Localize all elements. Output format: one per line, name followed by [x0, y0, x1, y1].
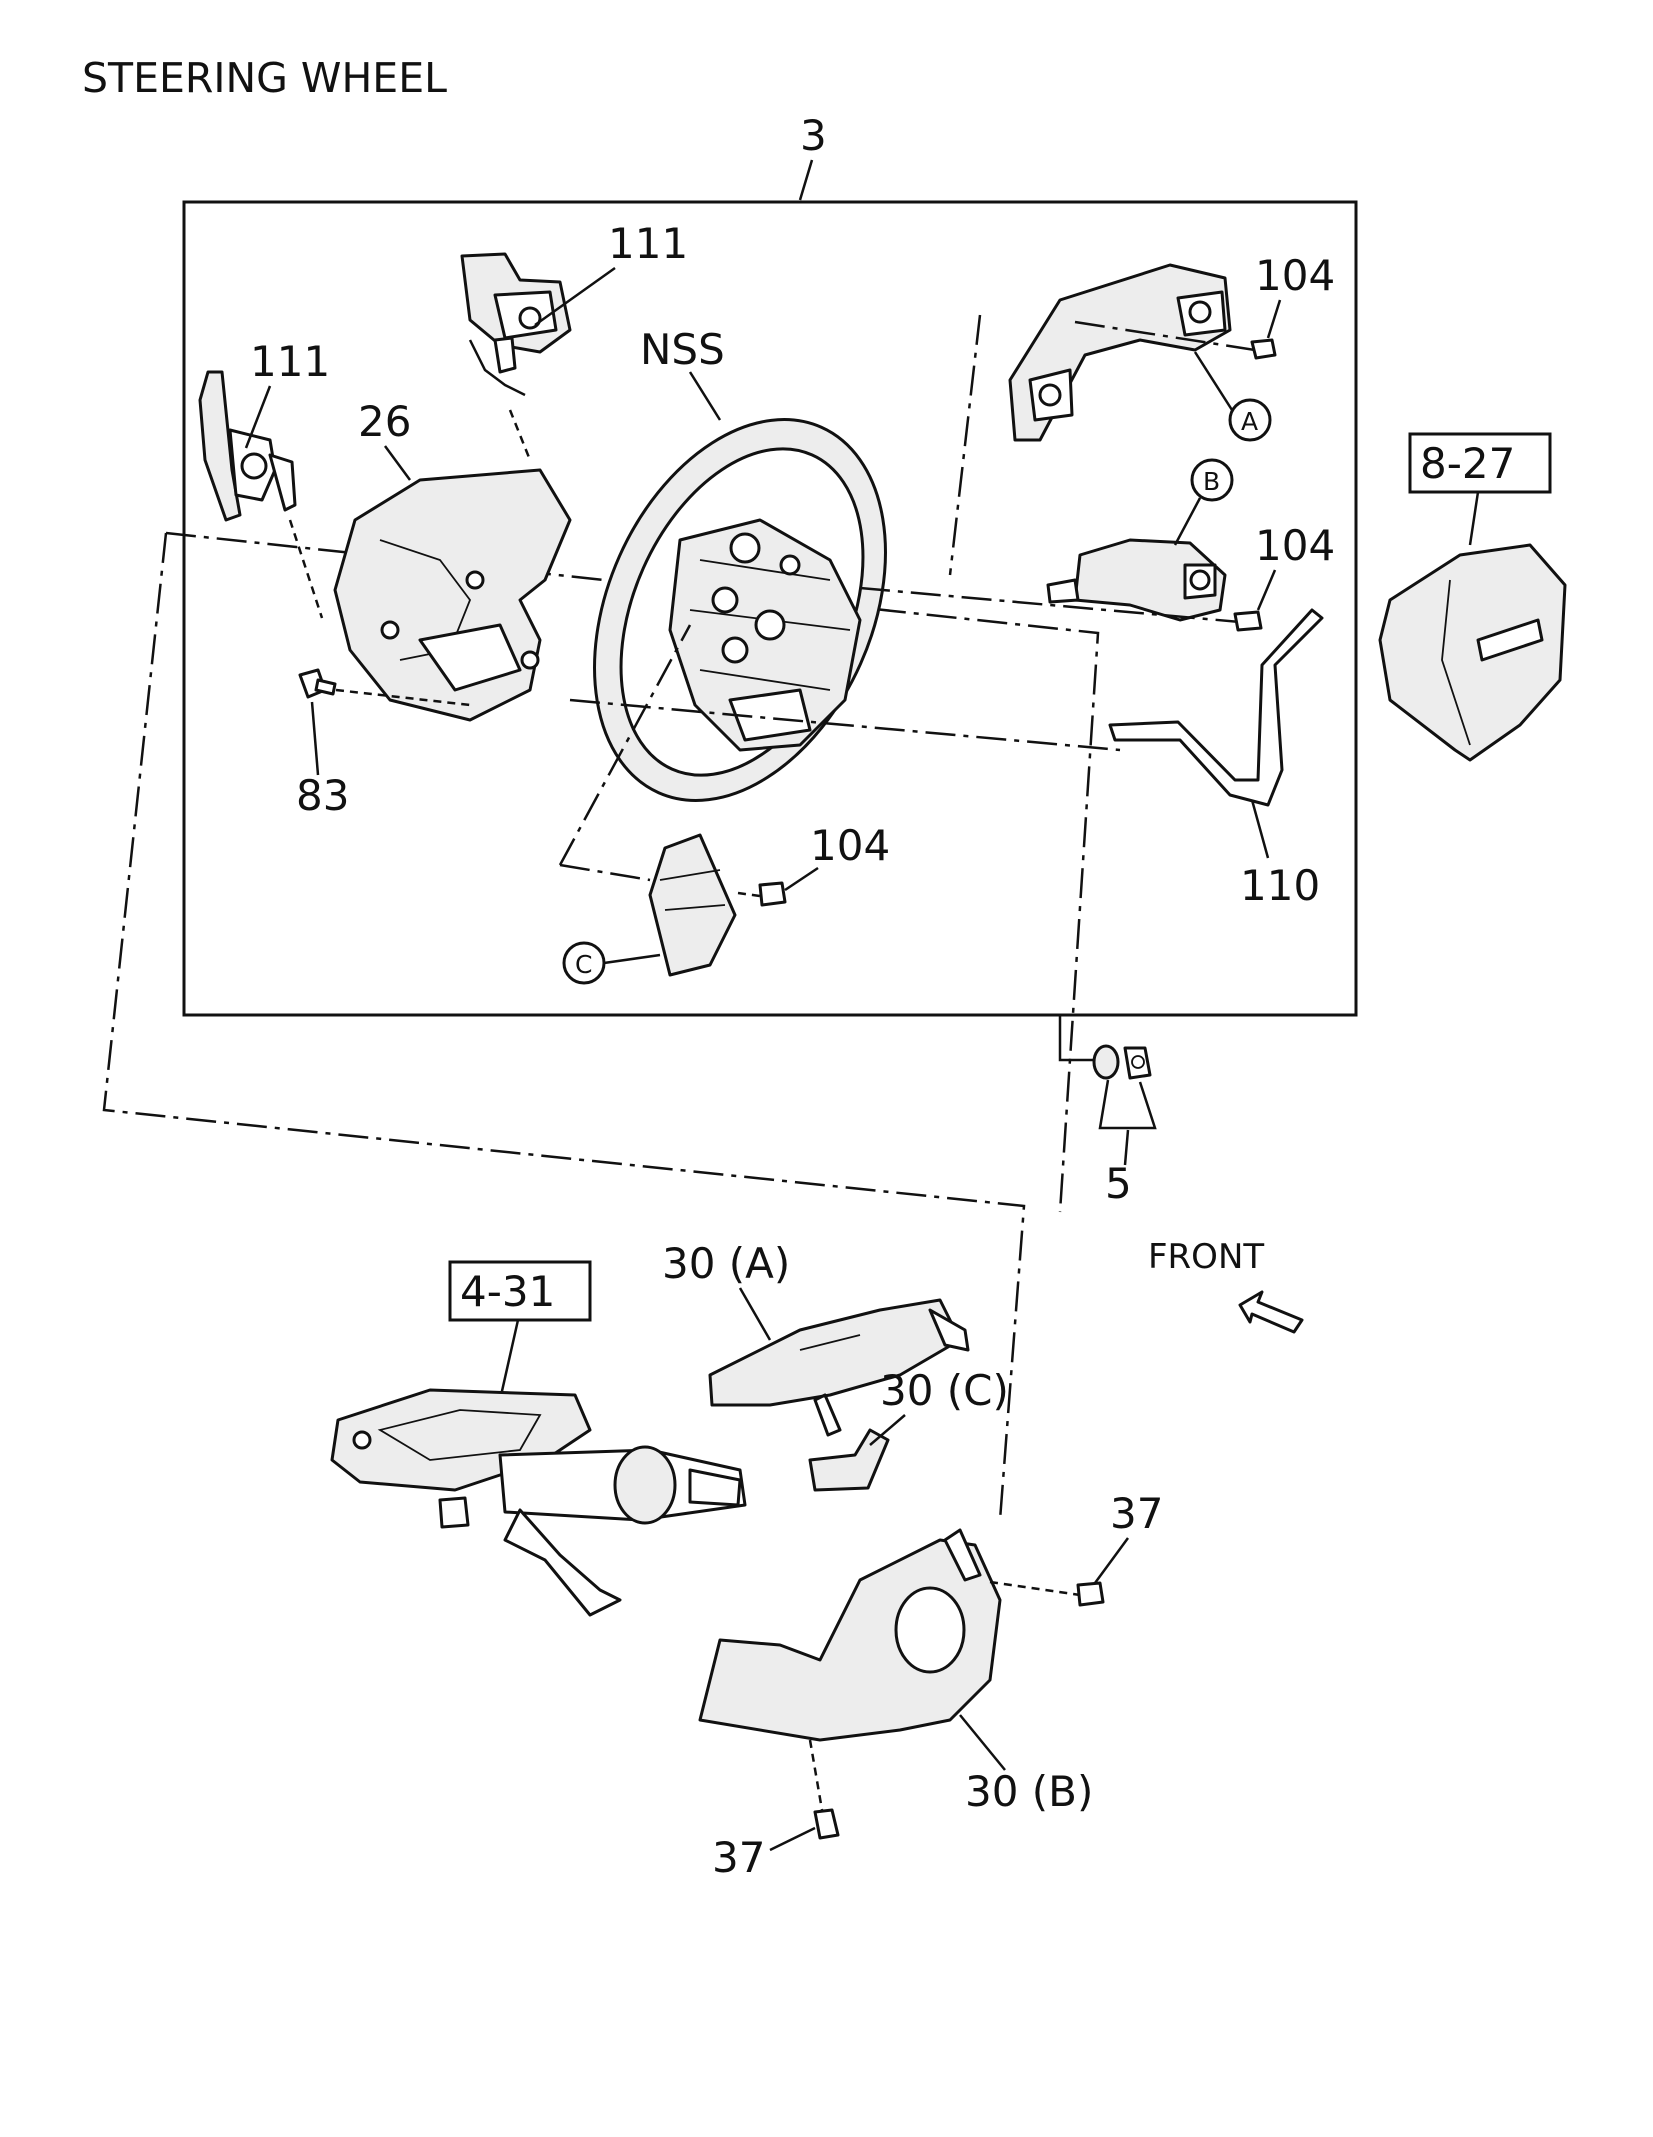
guide-a-to-wheel [948, 314, 982, 576]
leader-c [603, 953, 661, 965]
leader-30a [738, 1287, 772, 1341]
switch-a [1008, 263, 1232, 442]
callout-104-mid: 104 [1255, 521, 1335, 570]
callout-3: 3 [800, 111, 827, 160]
column-guide-line [102, 532, 1026, 1521]
page-title: STEERING WHEEL [82, 54, 447, 102]
callout-30c: 30 (C) [880, 1366, 1009, 1415]
guide-switch-b [859, 586, 1241, 624]
bracket-nut-5 [1098, 1079, 1157, 1130]
callout-83: 83 [296, 771, 349, 820]
steering-column [330, 1388, 747, 1617]
guide-top-switch [508, 409, 532, 461]
circle-ref-c-label: C [575, 950, 592, 979]
callout-37-right: 37 [1110, 1489, 1163, 1538]
ref-box-8-27 [1408, 432, 1552, 494]
screw-37-bottom [813, 1808, 840, 1840]
leader-26 [383, 445, 412, 481]
assembly-3-frame [182, 200, 1358, 1017]
leader-37-right [1093, 1537, 1130, 1584]
nut-5 [1092, 1044, 1152, 1080]
leader-a [1193, 351, 1234, 411]
screw-104-bottom [758, 881, 787, 907]
leader-3 [798, 159, 814, 201]
leader-5 [1123, 1129, 1130, 1166]
switch-c [648, 833, 737, 977]
callout-104-bottom: 104 [810, 821, 890, 870]
front-label: FRONT [1148, 1237, 1264, 1277]
front-arrow [1238, 1290, 1304, 1334]
harness-110 [1108, 608, 1324, 807]
guide-c-to-wheel [558, 624, 692, 866]
guide-switch-c [559, 863, 651, 882]
leader-104-bottom [784, 866, 819, 892]
paddle-switch-top [460, 252, 572, 397]
callout-37-bottom: 37 [712, 1833, 765, 1882]
screw-104-top [1250, 338, 1277, 360]
screw-104-mid [1233, 610, 1263, 632]
switch-b [1046, 538, 1227, 622]
leader-83 [310, 701, 320, 776]
leader-37-bottom [769, 1826, 816, 1852]
leader-110 [1250, 799, 1270, 859]
ref-4-31-label: 4-31 [460, 1267, 555, 1316]
circle-ref-b [1190, 458, 1234, 502]
callout-111-top: 111 [608, 219, 688, 268]
circle-ref-b-label: B [1203, 467, 1220, 496]
leader-b [1173, 497, 1202, 546]
callout-30a: 30 (A) [662, 1239, 790, 1288]
guide-nut-5 [1058, 1015, 1095, 1062]
guide-left-switch [288, 519, 324, 619]
paddle-switch-left [198, 370, 297, 522]
circle-ref-a-label: A [1241, 407, 1258, 436]
cover-30b [698, 1528, 1002, 1742]
callout-30b: 30 (B) [965, 1767, 1093, 1816]
guide-screw-37-right [989, 1580, 1081, 1597]
bolt-83 [298, 668, 337, 699]
leader-111-left [244, 385, 272, 449]
screw-37-right [1076, 1581, 1105, 1607]
guide-harness [569, 698, 1121, 752]
callout-5: 5 [1105, 1159, 1132, 1208]
leader-8-27 [1468, 491, 1480, 546]
leader-104-top [1266, 299, 1282, 339]
cover-30a [708, 1298, 970, 1437]
callout-104-top: 104 [1255, 251, 1335, 300]
callout-110: 110 [1240, 861, 1320, 910]
guide-screw-104-bottom [737, 891, 761, 898]
callout-111-left: 111 [250, 337, 330, 386]
cover-30c [808, 1428, 890, 1492]
leader-30b [959, 1714, 1006, 1771]
cover-26 [333, 468, 572, 722]
guide-bolt-83 [335, 688, 471, 707]
ref-box-4-31 [448, 1260, 592, 1322]
circle-ref-a [1228, 398, 1272, 442]
callout-26: 26 [358, 397, 411, 446]
ref-8-27-label: 8-27 [1420, 439, 1515, 488]
callout-nss: NSS [640, 325, 725, 374]
leader-4-31 [498, 1319, 520, 1401]
leader-104-mid [1256, 569, 1277, 611]
guide-screw-37-bottom [808, 1739, 824, 1811]
leader-nss [688, 371, 722, 421]
leader-111-top [534, 266, 616, 327]
steering-wheel [593, 418, 887, 802]
leader-30c [869, 1414, 906, 1446]
airbag-module [1378, 543, 1567, 762]
